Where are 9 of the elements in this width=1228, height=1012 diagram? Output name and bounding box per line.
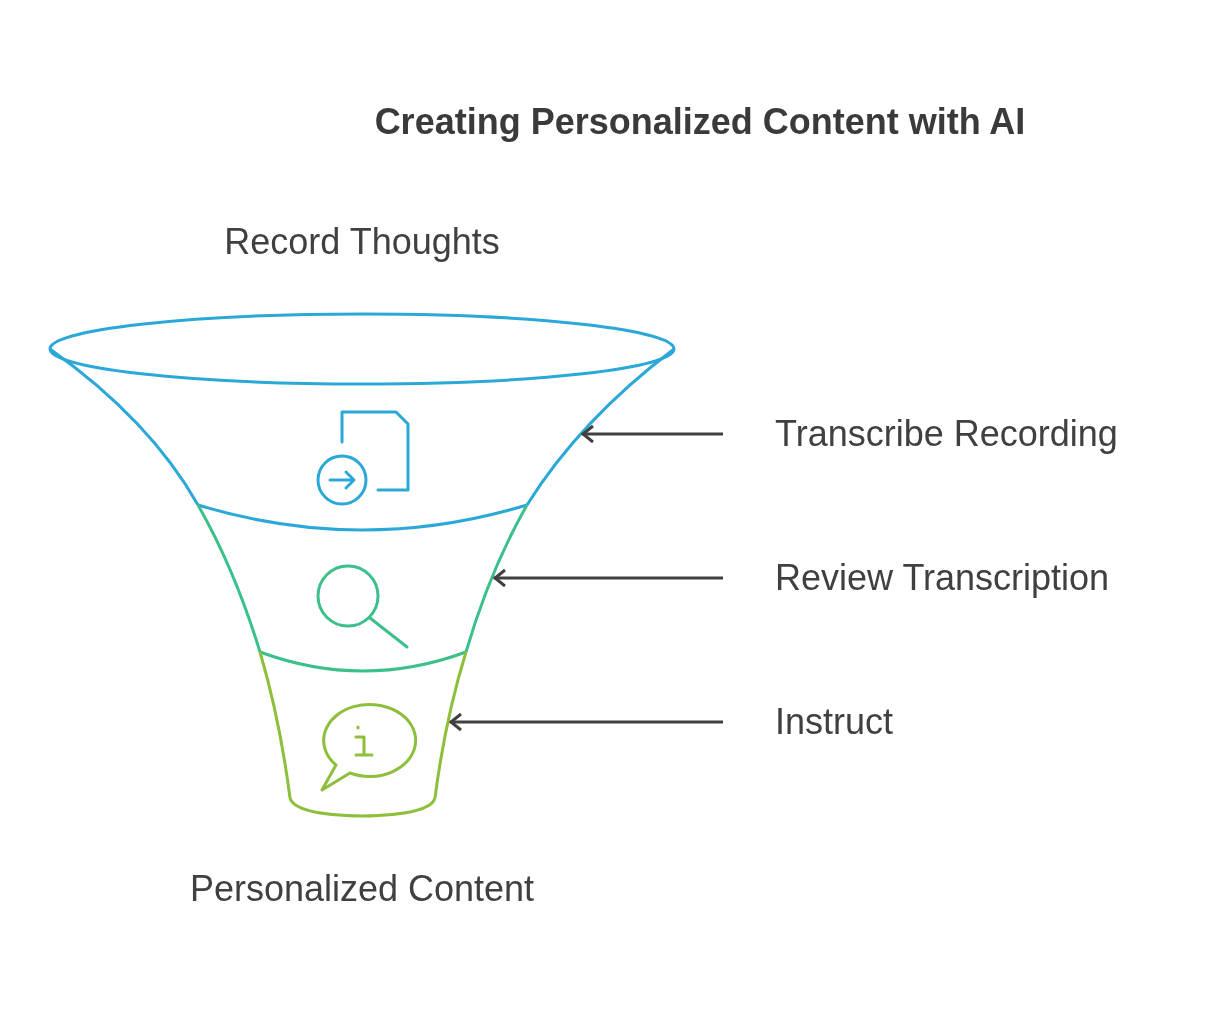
step-label: Transcribe Recording xyxy=(775,413,1118,454)
title: Creating Personalized Content with AI xyxy=(373,100,1027,144)
arrow xyxy=(493,568,723,588)
stage-label: Record Thoughts xyxy=(223,220,501,264)
arrow xyxy=(581,424,723,444)
step-label: Review Transcription xyxy=(775,557,1110,598)
step-label: Instruct xyxy=(775,701,894,742)
arrow xyxy=(449,712,723,732)
stage-label: Personalized Content xyxy=(188,867,536,911)
